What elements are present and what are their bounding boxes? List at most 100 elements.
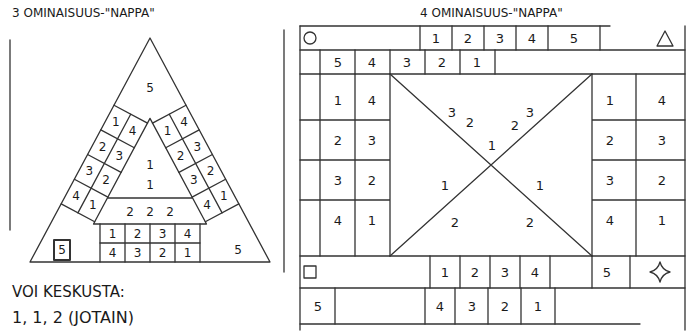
callout-number: 5 (570, 32, 578, 45)
note-text: 1, 1, 2 (JOTAIN) (12, 310, 134, 326)
callout-number: 4 (528, 32, 536, 45)
callout-number: 3 (190, 174, 198, 186)
callout-number: 3 (658, 134, 666, 147)
callout-number: 3 (468, 300, 476, 313)
board-line (300, 26, 685, 324)
marked-corner-box (54, 240, 70, 260)
callout-number: 2 (134, 228, 142, 240)
callout-number: 3 (134, 247, 142, 259)
callout-number: 1 (334, 94, 342, 107)
callout-number: 4 (72, 190, 80, 202)
square-symbol (304, 266, 316, 278)
callout-number: 1 (112, 116, 120, 128)
cell-divider (335, 288, 555, 324)
callout-number: 2 (368, 174, 376, 187)
callout-number: 1 (184, 247, 192, 259)
star-symbol (650, 262, 670, 282)
callout-number: 1 (368, 214, 376, 227)
center-cross (390, 74, 592, 256)
callout-number: 4 (531, 266, 539, 279)
callout-number: 3 (368, 134, 376, 147)
callout-number: 5 (334, 56, 342, 69)
callout-number: 1 (473, 56, 481, 69)
center-divider (108, 197, 192, 198)
board-line (300, 26, 685, 330)
callout-number: 1 (432, 32, 440, 45)
triangle-symbol (657, 31, 673, 46)
callout-number: 4 (203, 199, 211, 211)
cell-divider (153, 105, 239, 222)
cell-divider (430, 256, 630, 288)
callout-number: 3 (194, 141, 202, 153)
callout-number: 2 (501, 300, 509, 313)
callout-number: 2 (146, 206, 154, 218)
callout-number: 3 (448, 106, 456, 119)
cell-divider (100, 224, 200, 262)
square-board (300, 26, 685, 330)
callout-number: 4 (436, 300, 444, 313)
callout-number: 3 (606, 174, 614, 187)
callout-number: 4 (606, 214, 614, 227)
callout-number: 1 (441, 179, 449, 192)
callout-number: 1 (488, 139, 496, 152)
callout-number: 2 (99, 141, 107, 153)
callout-number: 1 (658, 214, 666, 227)
callout-number: 1 (220, 190, 228, 202)
callout-number: 4 (334, 214, 342, 227)
callout-number: 1 (441, 266, 449, 279)
callout-number: 4 (368, 56, 376, 69)
callout-number: 3 (86, 165, 94, 177)
callout-number: 2 (334, 134, 342, 147)
callout-number: 4 (109, 247, 117, 259)
callout-number: 2 (526, 216, 534, 229)
callout-number: 2 (102, 174, 110, 186)
callout-number: 1 (146, 159, 154, 171)
callout-number: 5 (234, 244, 242, 256)
callout-number: 2 (606, 134, 614, 147)
callout-number: 2 (159, 247, 167, 259)
callout-number: 2 (451, 216, 459, 229)
panel-line (9, 40, 10, 230)
callout-number: 2 (207, 165, 215, 177)
callout-number: 1 (164, 125, 172, 137)
cell-divider (592, 74, 685, 256)
title-text: 4 OMINAISUUS-"NAPPA" (420, 7, 563, 19)
callout-number: 3 (501, 266, 509, 279)
callout-number: 2 (471, 266, 479, 279)
callout-number: 2 (438, 56, 446, 69)
cell-divider (61, 105, 147, 222)
callout-number: 4 (129, 125, 137, 137)
callout-number: 5 (146, 82, 154, 94)
callout-number: 1 (89, 199, 97, 211)
panel-line (283, 30, 284, 272)
cell-divider (320, 50, 495, 74)
cell-divider (300, 74, 390, 256)
callout-number: 4 (184, 228, 192, 240)
callout-number: 2 (464, 32, 472, 45)
callout-number: 3 (115, 150, 123, 162)
callout-number: 2 (177, 150, 185, 162)
cell-divider (420, 26, 600, 50)
circle-symbol (304, 32, 316, 44)
callout-number: 5 (314, 300, 322, 313)
callout-number: 2 (126, 206, 134, 218)
callout-number: 1 (536, 179, 544, 192)
callout-number: 3 (403, 56, 411, 69)
title-text: 3 OMINAISUUS-"NAPPA" (12, 7, 155, 19)
callout-number: 4 (368, 94, 376, 107)
note-text: VOI KESKUSTA: (12, 285, 125, 300)
callout-number: 5 (58, 244, 66, 256)
callout-number: 2 (166, 206, 174, 218)
callout-number: 5 (603, 266, 611, 279)
callout-number: 3 (334, 174, 342, 187)
callout-number: 2 (466, 116, 474, 129)
callout-number: 1 (534, 300, 542, 313)
callout-number: 1 (146, 179, 154, 191)
triangle-inner-outline (94, 118, 207, 224)
callout-number: 4 (658, 94, 666, 107)
callout-number: 2 (658, 174, 666, 187)
triangle-board (10, 30, 284, 272)
callout-number: 4 (180, 116, 188, 128)
